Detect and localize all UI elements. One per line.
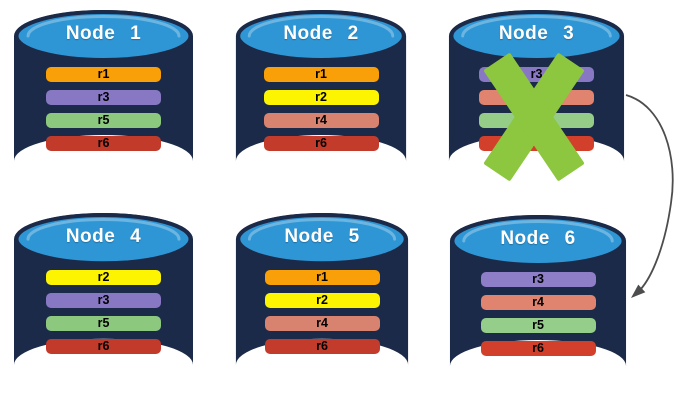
replica-bar: r2: [263, 90, 379, 105]
replica-bar: r3: [46, 90, 161, 105]
node-title: Node 1: [65, 23, 142, 44]
replica-label: r1: [315, 67, 327, 81]
replica-label: r3: [97, 90, 110, 104]
replica-bar: r3: [46, 293, 161, 308]
replica-bar: r5: [480, 318, 596, 333]
replica-label: r5: [97, 316, 110, 330]
replica-bar: r6: [263, 136, 379, 151]
replica-list: r3 r4 r5 r6: [448, 272, 628, 364]
cylinder-cap: [14, 10, 193, 62]
replica-label: r4: [532, 295, 544, 309]
cylinder-cap: [236, 10, 406, 62]
replica-bar: r1: [264, 270, 380, 285]
node-6: Node 6 r3 r4 r5 r6: [448, 213, 628, 394]
replica-bar: r2: [264, 293, 380, 308]
replica-bar: r6: [46, 339, 161, 354]
node-title: Node 3: [498, 23, 575, 44]
cap-highlight: [461, 15, 612, 38]
replica-bar: r1: [263, 67, 379, 82]
replica-label: r2: [316, 293, 328, 307]
cap-highlight: [462, 220, 614, 243]
replica-label: r6: [532, 341, 544, 355]
replica-label: r6: [316, 339, 328, 353]
replica-list: r1 r2 r4 r6: [234, 67, 408, 159]
cylinder-cap: [236, 213, 408, 266]
failover-arrow-curve: [625, 94, 674, 291]
failure-x-icon: [483, 51, 585, 182]
replica-label: r2: [97, 270, 110, 284]
cap-highlight: [247, 15, 395, 38]
node-title: Node 4: [65, 226, 142, 247]
replica-list: r1 r3 r5 r6: [12, 67, 195, 159]
replica-label: r6: [97, 339, 110, 353]
node-title: Node 2: [283, 23, 359, 44]
cap-highlight: [247, 218, 397, 241]
replica-bar: r5: [46, 316, 161, 331]
failover-arrowhead-icon: [631, 284, 646, 298]
cylinder-cap: [450, 215, 626, 267]
node-title: Node 6: [500, 228, 576, 249]
replica-bar: r4: [263, 113, 379, 128]
node-3: Node 3 r3 r4 r5 r6: [447, 8, 626, 189]
cap-highlight: [26, 218, 181, 241]
replica-label: r5: [97, 113, 110, 127]
replica-label: r1: [97, 67, 110, 81]
replica-label: r4: [316, 316, 328, 330]
replica-list: r2 r3 r5 r6: [12, 270, 195, 362]
node-title: Node 5: [284, 226, 360, 247]
replica-label: r3: [530, 67, 543, 81]
node-4: Node 4 r2 r3 r5 r6: [12, 211, 195, 393]
node-2: Node 2 r1 r2 r4 r6: [234, 8, 408, 189]
replica-bar: r1: [46, 67, 161, 82]
cylinder-cap: [14, 213, 193, 266]
node-1: Node 1 r1 r3 r5 r6: [12, 8, 195, 189]
replica-bar: r4: [480, 295, 596, 310]
node-5: Node 5 r1 r2 r4 r6: [234, 211, 410, 393]
replica-label: r3: [532, 272, 544, 286]
replica-label: r4: [315, 113, 327, 127]
replica-bar: r3: [480, 272, 596, 287]
replica-bar: r6: [46, 136, 161, 151]
replica-list: r1 r2 r4 r6: [234, 270, 410, 362]
replica-bar: r4: [264, 316, 380, 331]
replica-label: r2: [315, 90, 327, 104]
replica-label: r3: [97, 293, 110, 307]
replica-bar: r2: [46, 270, 161, 285]
replica-label: r5: [532, 318, 544, 332]
replica-label: r6: [315, 136, 327, 150]
replica-label: r1: [316, 270, 328, 284]
replica-bar: r6: [264, 339, 380, 354]
replica-bar: r6: [480, 341, 596, 356]
replica-bar: r5: [46, 113, 161, 128]
cylinder-cap: [449, 10, 624, 62]
replica-label: r6: [97, 136, 110, 150]
cap-highlight: [26, 15, 181, 38]
